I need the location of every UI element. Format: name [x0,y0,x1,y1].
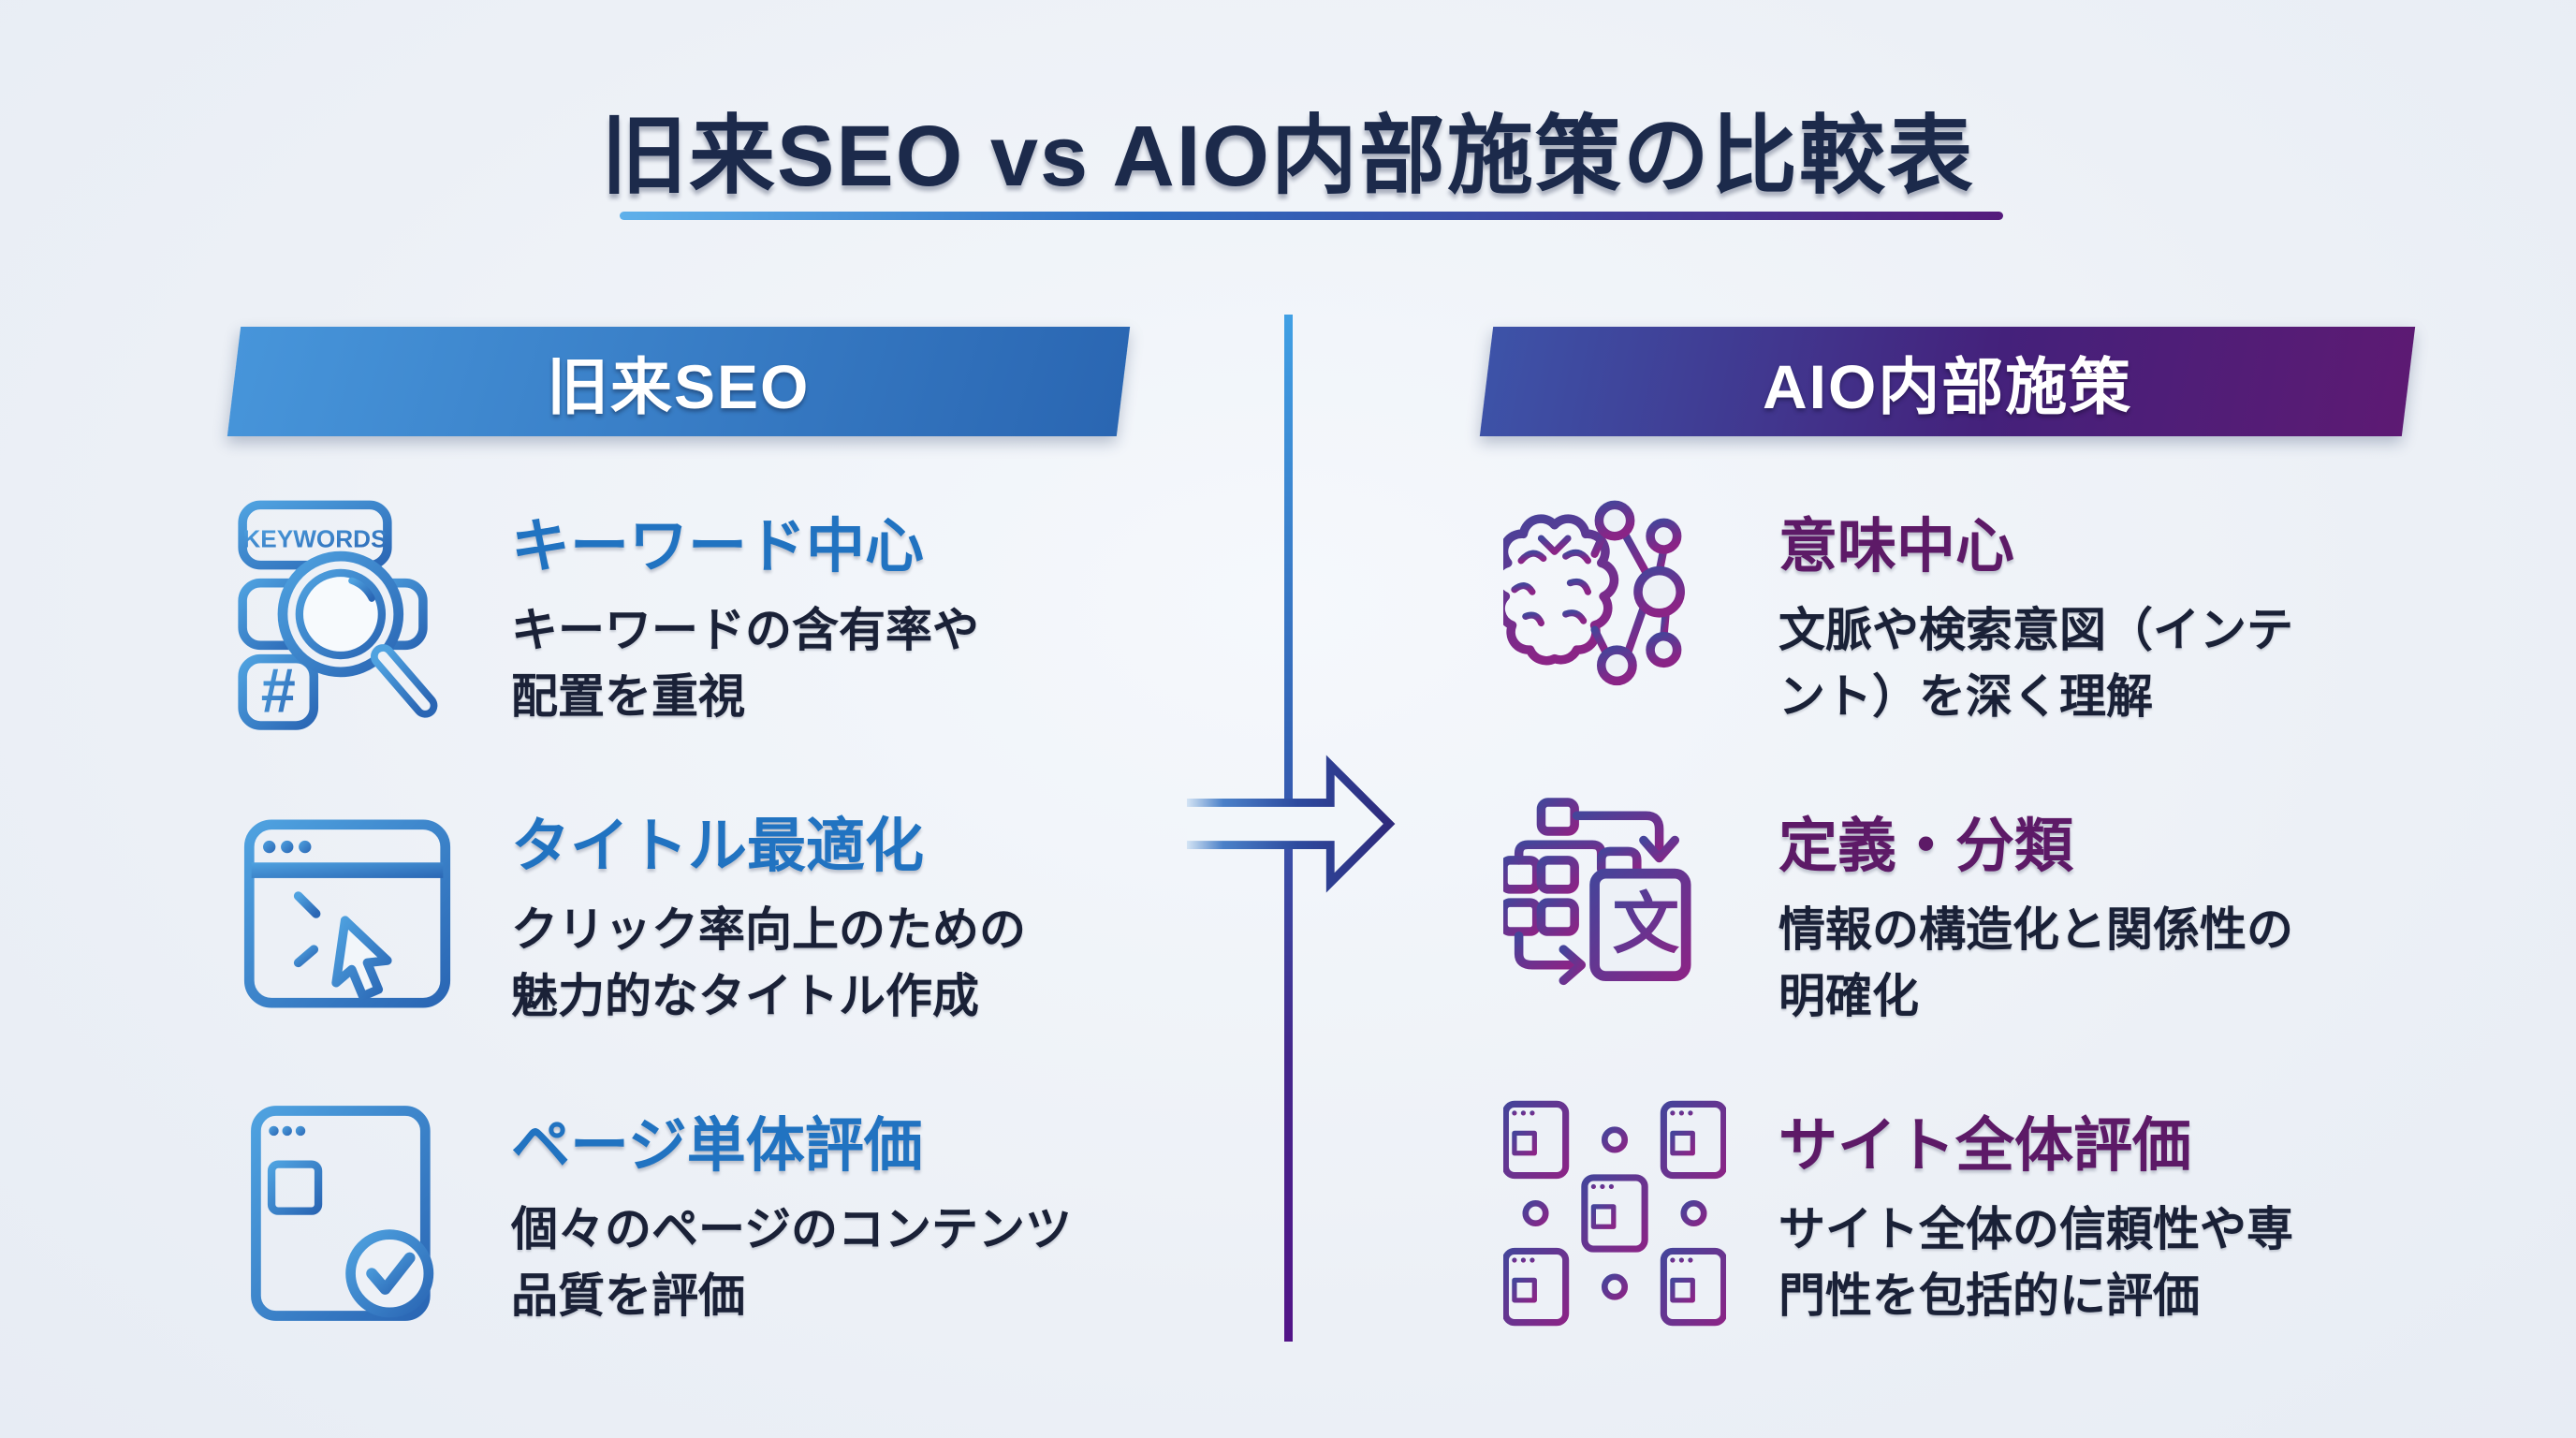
keywords-magnifier-icon: KEYWORDS # [236,497,459,731]
comparison-item: タイトル最適化 クリック率向上のための 魅力的なタイトル作成 [236,788,1072,1039]
page-title: 旧来SEO vs AIO内部施策の比較表 [601,109,1975,204]
item-description: サイト全体の信頼性や専 門性を包括的に評価 [1778,1202,2293,1322]
aio-header-banner: AIO内部施策 [1479,327,2416,436]
item-text: サイト全体評価 サイト全体の信頼性や専 門性を包括的に評価 [1778,1098,2293,1329]
transform-arrow-icon [1186,755,1396,893]
item-text: タイトル最適化 クリック率向上のための 魅力的なタイトル作成 [511,799,1026,1030]
book-character-text: 文 [1613,888,1680,962]
item-heading: 意味中心 [1778,513,2014,580]
item-heading: 定義・分類 [1778,813,2073,879]
item-description: 情報の構造化と関係性の 明確化 [1778,902,2293,1022]
item-text: キーワード中心 キーワードの含有率や 配置を重視 [511,499,979,730]
taxonomy-book-icon: 文 [1503,797,1726,1031]
comparison-item: サイト全体評価 サイト全体の信頼性や専 門性を包括的に評価 [1503,1088,2293,1339]
title-underline [620,212,2003,220]
comparison-item: KEYWORDS # キーワード中心 [236,489,1072,740]
item-heading: ページ単体評価 [511,1112,923,1179]
item-heading: キーワード中心 [511,513,924,580]
aio-header-label: AIO内部施策 [1762,351,2133,421]
item-text: ページ単体評価 個々のページのコンテンツ 品質を評価 [511,1098,1072,1329]
traditional-seo-column: KEYWORDS # キーワード中心 [236,489,1072,1387]
comparison-item: 意味中心 文脈や検索意図（インテ ント）を深く理解 [1503,489,2293,740]
item-text: 定義・分類 情報の構造化と関係性の 明確化 [1778,799,2293,1030]
item-text: 意味中心 文脈や検索意図（インテ ント）を深く理解 [1778,499,2293,730]
traditional-seo-header-banner: 旧来SEO [227,327,1131,436]
hash-symbol-text: # [261,657,296,726]
item-description: 個々のページのコンテンツ 品質を評価 [511,1202,1072,1322]
item-heading: サイト全体評価 [1778,1112,2191,1179]
item-description: キーワードの含有率や 配置を重視 [511,603,979,723]
traditional-seo-header-label: 旧来SEO [547,351,811,421]
page-checkmark-icon [236,1096,459,1330]
keywords-badge-text: KEYWORDS [242,525,387,553]
comparison-item: 文 定義・分類 情報の構造化と関係性の 明確化 [1503,788,2293,1039]
item-description: 文脈や検索意図（インテ ント）を深く理解 [1778,603,2293,723]
aio-column: 意味中心 文脈や検索意図（インテ ント）を深く理解 [1503,489,2293,1387]
comparison-item: ページ単体評価 個々のページのコンテンツ 品質を評価 [236,1088,1072,1339]
item-description: クリック率向上のための 魅力的なタイトル作成 [511,902,1026,1022]
browser-click-icon [236,797,459,1031]
item-heading: タイトル最適化 [511,813,924,879]
brain-network-icon [1503,497,1726,731]
site-network-icon [1503,1096,1726,1330]
